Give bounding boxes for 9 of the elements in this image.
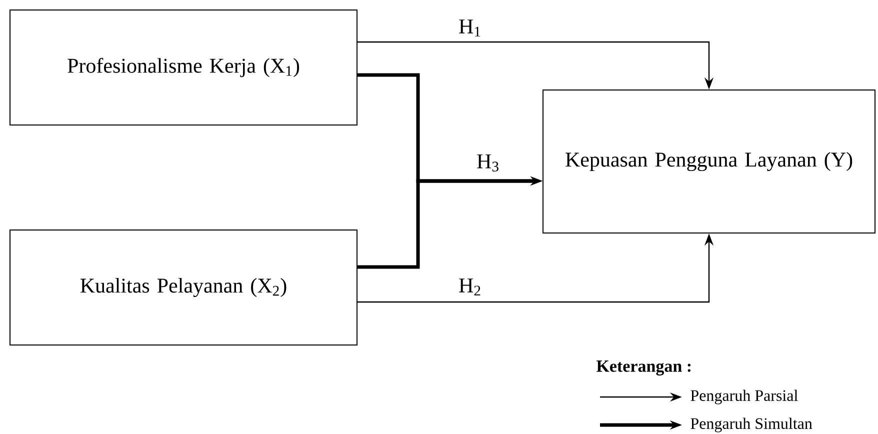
edge-label: H$_{3}$ (477, 154, 498, 172)
box: Kepuasan Pengguna Layanan (Y) (542, 90, 876, 234)
legend-text: Pengaruh Parsial (690, 390, 798, 404)
edge-label: H$_{2}$ (459, 278, 480, 296)
box: Kualitas Pelayanan (X$_{2}$) (10, 230, 358, 346)
legend-heading: Keterangan : (596, 360, 691, 376)
box: Profesionalisme Kerja (X$_{1}$) (10, 10, 358, 126)
legend-text: Pengaruh Simultan (690, 418, 812, 432)
edge-label: H$_{1}$ (459, 20, 480, 36)
